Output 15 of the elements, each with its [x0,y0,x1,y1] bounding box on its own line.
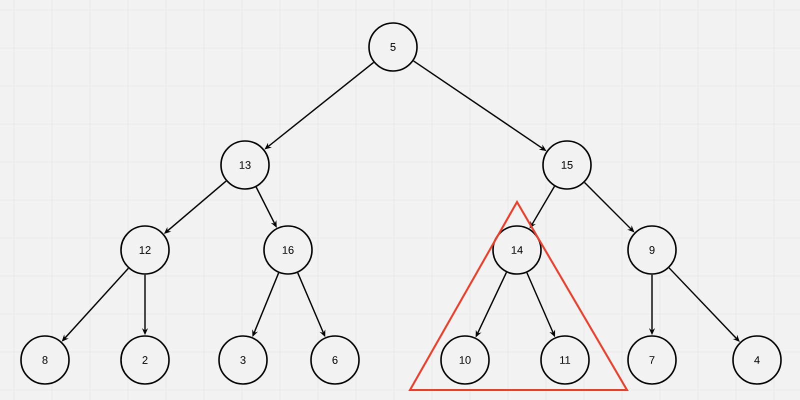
tree-node: 5 [368,22,418,72]
tree-node: 2 [120,335,170,385]
tree-node: 9 [627,225,677,275]
tree-node: 16 [263,225,313,275]
tree-node: 12 [120,225,170,275]
tree-node: 11 [540,335,590,385]
tree-node: 7 [627,335,677,385]
tree-node: 6 [310,335,360,385]
tree-node: 15 [542,140,592,190]
tree-node: 14 [492,225,542,275]
tree-node: 3 [218,335,268,385]
tree-node: 10 [440,335,490,385]
tree-node: 8 [20,335,70,385]
tree-node: 13 [220,140,270,190]
tree-node: 4 [732,335,782,385]
